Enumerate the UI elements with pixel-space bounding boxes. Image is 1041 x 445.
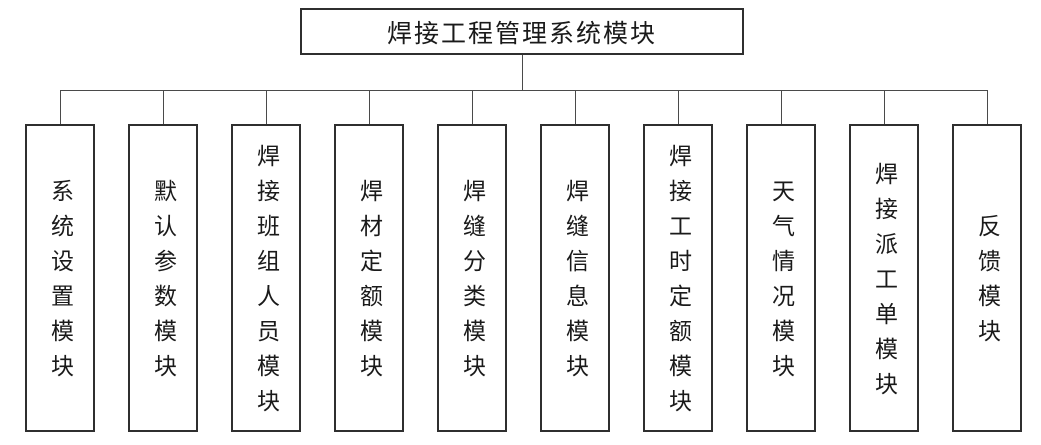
module-weather-conditions: 天气情况模块 xyxy=(746,90,816,432)
module-label: 焊材定额模块 xyxy=(356,179,382,389)
module-default-parameters: 默认参数模块 xyxy=(128,90,198,432)
module-weld-seam-classification: 焊缝分类模块 xyxy=(437,90,507,432)
module-box: 焊缝信息模块 xyxy=(540,124,610,432)
module-welding-dispatch-order: 焊接派工单模块 xyxy=(849,90,919,432)
module-label: 默认参数模块 xyxy=(150,179,176,389)
drop-connector xyxy=(265,90,267,124)
module-system-settings: 系统设置模块 xyxy=(25,90,95,432)
module-box: 焊缝分类模块 xyxy=(437,124,507,432)
horizontal-bus-connector xyxy=(60,90,987,91)
root-module-box: 焊接工程管理系统模块 xyxy=(300,8,744,55)
module-box: 焊接派工单模块 xyxy=(849,124,919,432)
drop-connector xyxy=(574,90,576,124)
root-module-label: 焊接工程管理系统模块 xyxy=(386,20,657,48)
module-label: 焊缝信息模块 xyxy=(562,179,588,389)
module-box: 反馈模块 xyxy=(952,124,1022,432)
drop-connector xyxy=(368,90,370,124)
module-weld-seam-information: 焊缝信息模块 xyxy=(540,90,610,432)
drop-connector xyxy=(162,90,164,124)
drop-connector xyxy=(986,90,988,124)
module-welding-team-personnel: 焊接班组人员模块 xyxy=(231,90,301,432)
module-label: 天气情况模块 xyxy=(768,179,794,389)
root-stem-connector xyxy=(522,55,523,90)
module-feedback: 反馈模块 xyxy=(952,90,1022,432)
module-label: 焊接派工单模块 xyxy=(871,161,897,407)
drop-connector xyxy=(471,90,473,124)
module-label: 反馈模块 xyxy=(974,214,1000,354)
drop-connector xyxy=(780,90,782,124)
module-box: 天气情况模块 xyxy=(746,124,816,432)
module-box: 焊接班组人员模块 xyxy=(231,124,301,432)
drop-connector xyxy=(59,90,61,124)
module-box: 焊接工时定额模块 xyxy=(643,124,713,432)
module-label: 焊缝分类模块 xyxy=(459,179,485,389)
module-box: 默认参数模块 xyxy=(128,124,198,432)
drop-connector xyxy=(883,90,885,124)
module-label: 系统设置模块 xyxy=(47,179,73,389)
module-label: 焊接工时定额模块 xyxy=(665,144,691,424)
module-box: 焊材定额模块 xyxy=(334,124,404,432)
module-label: 焊接班组人员模块 xyxy=(253,144,279,424)
module-welding-work-hours-quota: 焊接工时定额模块 xyxy=(643,90,713,432)
module-welding-material-quota: 焊材定额模块 xyxy=(334,90,404,432)
drop-connector xyxy=(677,90,679,124)
module-box: 系统设置模块 xyxy=(25,124,95,432)
